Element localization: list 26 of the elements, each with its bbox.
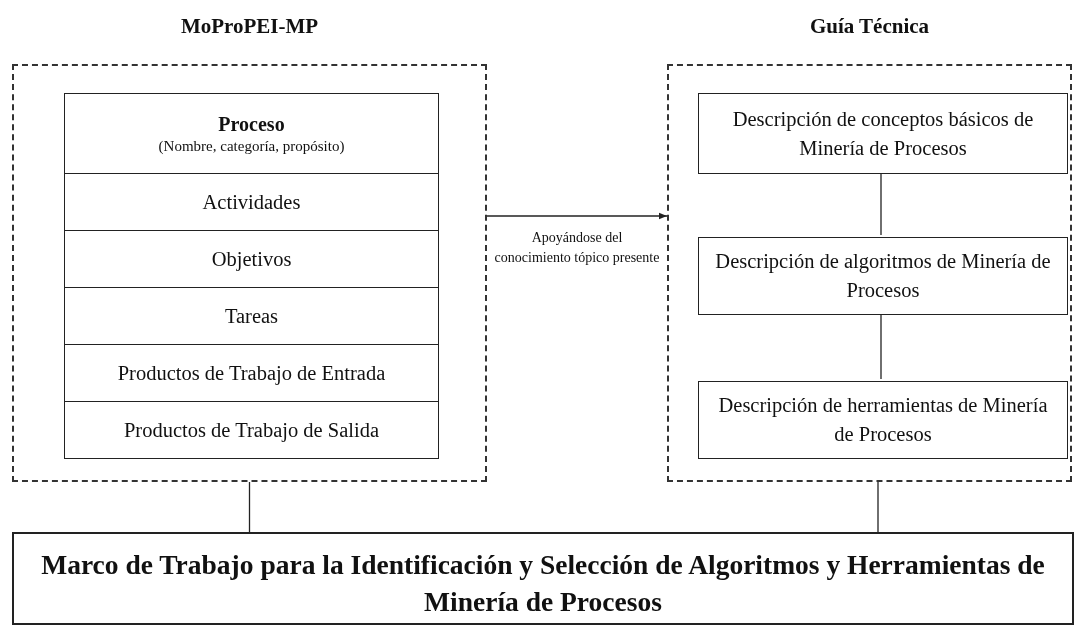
process-box — [64, 230, 439, 288]
process-box — [64, 401, 439, 459]
process-box — [698, 93, 1068, 174]
process-box — [64, 344, 439, 402]
connector-line — [248, 481, 251, 533]
row-subtext: (Nombre, categoría, propósito) — [158, 136, 345, 156]
connector-line — [877, 481, 879, 533]
process-box — [64, 287, 439, 345]
box-text: Actividades — [202, 189, 301, 215]
box-text: Productos de Trabajo de Entrada — [117, 360, 386, 387]
arrow — [486, 212, 668, 220]
box-text: Tareas — [224, 303, 279, 329]
process-box — [64, 173, 439, 231]
group-heading: MoProPEI-MP — [179, 14, 320, 39]
box-text: Descripción de conceptos básicos de Minería de Procesos — [731, 106, 1035, 161]
process-box — [698, 381, 1068, 459]
box-text: Productos de Trabajo de Salida — [123, 417, 380, 444]
process-box — [698, 237, 1068, 315]
process-box — [64, 93, 439, 174]
box-text: Descripción de algoritmos de Minería de Procesos — [714, 249, 1052, 303]
group-heading: Guía Técnica — [808, 14, 931, 39]
framework-box — [12, 532, 1074, 625]
framework-title: Marco de Trabajo para la Identificación y Selección de Algoritmos y Herramientas de Minería de Procesos — [40, 548, 1046, 620]
box-text: Objetivos — [211, 246, 292, 273]
box-text: Descripción de herramientas de Minería de Procesos — [717, 393, 1049, 447]
row-heading: Proceso — [218, 111, 285, 137]
